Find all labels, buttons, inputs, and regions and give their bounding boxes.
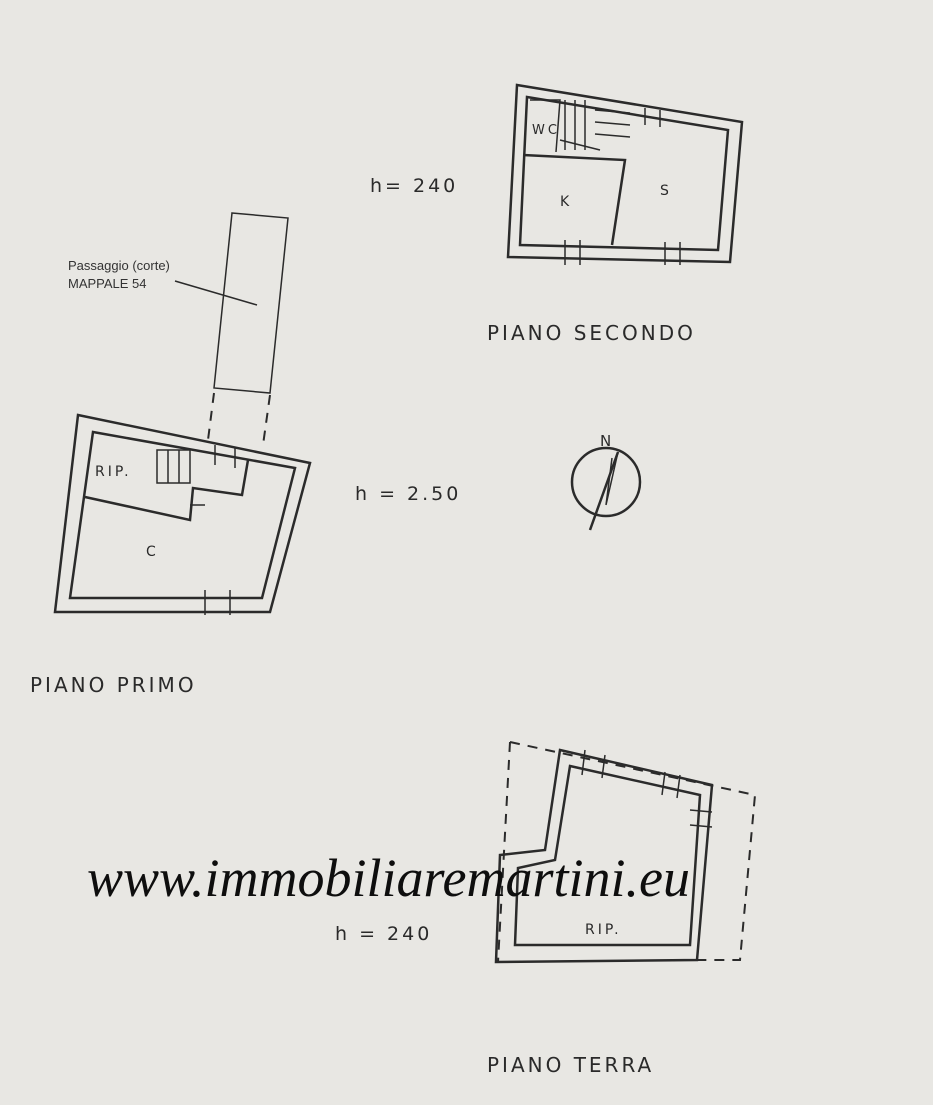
second-floor-title: PIANO SECONDO (487, 321, 696, 345)
passage-label: Passaggio (corte) (68, 258, 170, 273)
watermark: www.immobiliaremartini.eu (87, 848, 690, 908)
passage-courtyard: Passaggio (corte) MAPPALE 54 (68, 212, 289, 446)
ground-floor-plan: RIP. h = 240 PIANO TERRA (335, 741, 757, 1077)
room-label-k: K (560, 194, 572, 210)
first-floor-title: PIANO PRIMO (30, 673, 197, 697)
second-floor-plan: WC K S h= 240 PIANO SECONDO (370, 83, 744, 345)
first-floor-height: h = 2.50 (355, 483, 461, 505)
second-floor-height: h= 240 (370, 175, 458, 197)
first-floor-plan: RIP. C h = 2.50 PIANO PRIMO (30, 413, 461, 697)
room-label-rip-ground: RIP. (585, 922, 622, 938)
ground-floor-height: h = 240 (335, 923, 432, 945)
ground-floor-title: PIANO TERRA (487, 1053, 654, 1077)
room-label-rip: RIP. (95, 464, 132, 480)
room-label-c: C (146, 544, 159, 560)
passage-parcel: MAPPALE 54 (68, 276, 147, 291)
room-label-s: S (660, 183, 672, 199)
room-label-wc: WC (532, 123, 560, 138)
north-label: N (600, 432, 614, 450)
north-arrow-icon: N (570, 432, 642, 531)
